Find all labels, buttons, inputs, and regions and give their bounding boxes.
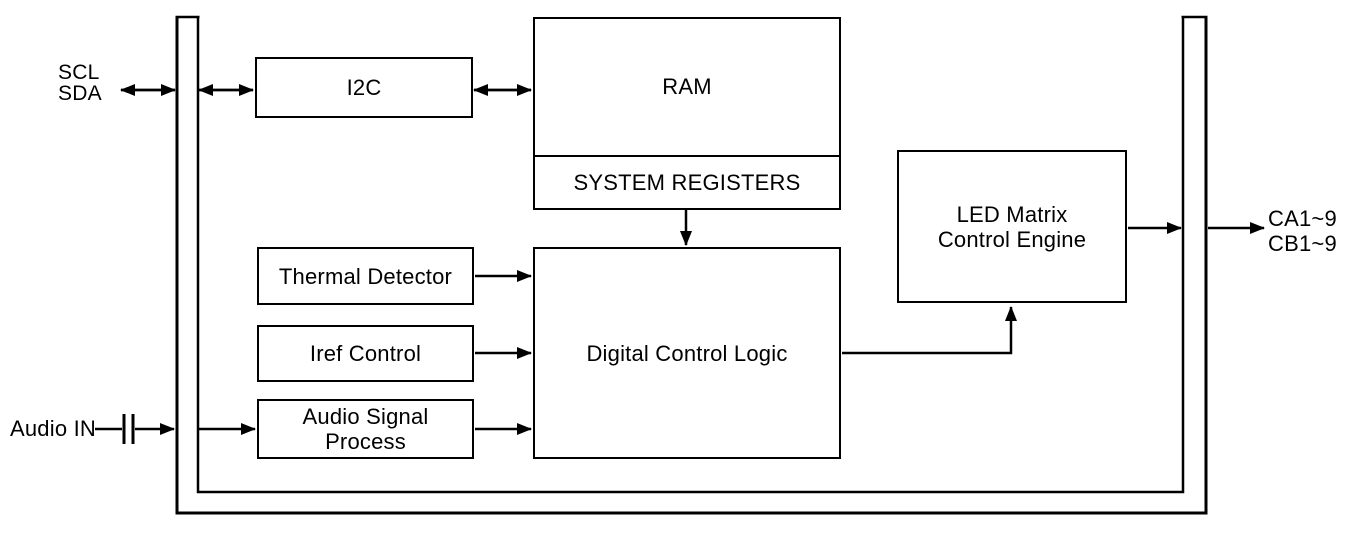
pin-sda: SDA	[58, 82, 102, 105]
block-system-registers-label: SYSTEM REGISTERS	[573, 169, 801, 195]
block-ram-system-registers: RAM SYSTEM REGISTERS	[533, 17, 841, 210]
block-ram: RAM	[535, 19, 839, 155]
pin-label-ca-cb: CA1~9 CB1~9	[1268, 206, 1337, 256]
block-led-matrix-control-engine-label: LED Matrix Control Engine	[938, 202, 1086, 252]
block-digital-control-logic: Digital Control Logic	[533, 247, 841, 459]
led-engine-label-line1: LED Matrix	[956, 201, 1068, 227]
chip-outline-inner	[196, 17, 1185, 494]
block-iref-control: Iref Control	[257, 325, 474, 382]
block-i2c: I2C	[255, 57, 473, 118]
chip-outline-outer	[175, 17, 1208, 515]
block-i2c-label: I2C	[346, 75, 382, 100]
pin-cb: CB1~9	[1268, 231, 1337, 256]
block-system-registers: SYSTEM REGISTERS	[535, 155, 839, 208]
block-iref-control-label: Iref Control	[309, 341, 422, 366]
block-audio-signal-process-label: Audio Signal Process	[302, 404, 429, 454]
block-led-matrix-control-engine: LED Matrix Control Engine	[897, 150, 1127, 303]
block-thermal-detector-label: Thermal Detector	[278, 263, 453, 289]
block-digital-control-logic-label: Digital Control Logic	[586, 340, 788, 366]
pin-scl: SCL	[58, 61, 100, 84]
led-engine-label-line2: Control Engine	[937, 226, 1087, 252]
block-audio-signal-process: Audio Signal Process	[257, 399, 474, 459]
pin-label-scl-sda: SCL SDA	[58, 62, 102, 104]
pin-label-audio-in: Audio IN	[10, 416, 96, 442]
block-ram-label: RAM	[662, 74, 712, 99]
arrow-logic-to-ledengine	[842, 306, 1017, 355]
pin-audio-in: Audio IN	[10, 416, 96, 441]
pin-ca: CA1~9	[1268, 206, 1337, 231]
block-thermal-detector: Thermal Detector	[257, 247, 474, 305]
